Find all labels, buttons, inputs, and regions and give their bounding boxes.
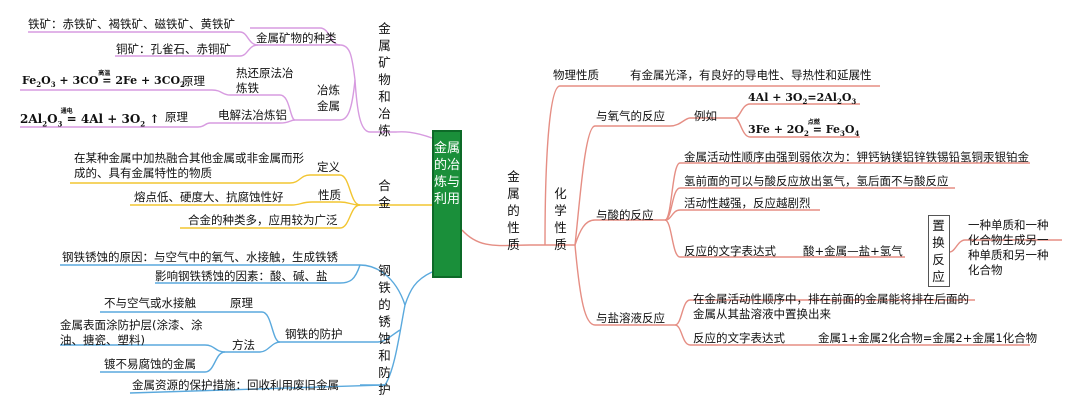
ore-types-label: 金属矿物的种类 xyxy=(256,31,337,45)
hydrogen-rule-text: 氢前面的可以与酸反应放出氢气，氢后面不与酸反应 xyxy=(684,174,949,188)
properties-branch-title: 金属的性质 xyxy=(507,169,520,252)
physical-label: 物理性质 xyxy=(553,68,599,82)
principle-label-2: 原理 xyxy=(165,110,188,124)
hot-reduce-label: 热还原法冶炼铁 xyxy=(236,66,294,95)
alloy-branch-lines xyxy=(70,174,432,229)
rust-factors-text: 影响钢铁锈蚀的因素：酸、碱、盐 xyxy=(155,269,328,283)
rust-cause-text: 钢铁锈蚀的原因：与空气中的氧气、水接触，生成铁锈 xyxy=(62,250,338,264)
protect-method-label: 方法 xyxy=(232,338,255,352)
alloy-def-text: 在某种金属中加热融合其他金属或非金属而形成的、具有金属特性的物质 xyxy=(74,151,304,180)
electrify-condition: 通电 xyxy=(60,108,73,115)
ore-branch-lines xyxy=(20,27,433,139)
salt-word-eq: 金属1+金属2化合物=金属2+金属1化合物 xyxy=(818,331,1038,345)
acid-word-eq-label: 反应的文字表达式 xyxy=(684,244,776,258)
center-topic: 金属的冶炼与利用 xyxy=(432,130,462,278)
protect-principle-text: 不与空气或水接触 xyxy=(104,296,196,310)
rust-branch-title: 钢铁的锈蚀和防护 xyxy=(378,263,391,397)
electrolysis-label: 电解法冶炼铝 xyxy=(218,108,287,122)
fe-oxygen-equation: 3Fe + 2O2 =点燃 Fe3O4 xyxy=(748,119,860,139)
acid-reaction-label: 与酸的反应 xyxy=(596,208,654,222)
protect-method-1: 金属表面涂防护层(涂漆、涂油、搪瓷、塑料) xyxy=(60,318,203,347)
right-branch-lines xyxy=(461,85,1062,346)
alloy-prop-text: 熔点低、硬度大、抗腐蚀性好 xyxy=(134,190,284,204)
salt-word-eq-label: 反应的文字表达式 xyxy=(693,331,785,345)
copper-ore-text: 铜矿：孔雀石、赤铜矿 xyxy=(116,42,231,56)
protect-principle-label: 原理 xyxy=(230,296,253,310)
activity-series-text: 金属活动性顺序由强到弱依次为：钾钙钠镁铝锌铁锡铅氢铜汞银铂金 xyxy=(684,150,1029,164)
smelting-label: 冶炼金属 xyxy=(317,83,340,113)
protect-label: 钢铁的防护 xyxy=(285,327,343,341)
chem-label: 化学性质 xyxy=(554,186,567,252)
physical-text: 有金属光泽，有良好的导电性、导热性和延展性 xyxy=(630,68,872,82)
replace-reaction-box xyxy=(928,215,950,287)
oxygen-reaction-label: 与氧气的反应 xyxy=(596,109,665,123)
rust-branch-lines xyxy=(60,264,433,394)
alloy-prop-label: 性质 xyxy=(318,188,341,202)
iron-ore-text: 铁矿：赤铁矿、褐铁矿、磁铁矿、黄铁矿 xyxy=(28,17,235,31)
protect-method-2: 镀不易腐蚀的金属 xyxy=(104,357,196,371)
example-label: 例如 xyxy=(694,109,717,123)
al-oxygen-equation: 4Al + 3O2=2Al2O3 xyxy=(748,91,857,107)
acid-word-eq: 酸+金属—盐+氢气 xyxy=(803,244,903,258)
ignite-condition: 点燃 xyxy=(807,119,820,126)
alloy-branch-title: 合金 xyxy=(378,178,391,210)
stronger-text: 活动性越强，反应越剧烈 xyxy=(684,196,811,210)
alloy-def-label: 定义 xyxy=(317,160,340,174)
salt-rule-text: 在金属活动性顺序中，排在前面的金属能将排在后面的金属从其盐溶液中置换出来 xyxy=(693,292,969,321)
replace-reaction-text: 一种单质和一种化合物生成另一种单质和另一种化合物 xyxy=(968,218,1049,277)
aluminum-electrolysis-equation: 2Al2O3 =通电 4Al + 3O2 ↑ xyxy=(20,108,160,129)
principle-label-1: 原理 xyxy=(182,74,205,88)
alloy-kinds-text: 合金的种类多，应用较为广泛 xyxy=(188,213,338,227)
salt-reaction-label: 与盐溶液反应 xyxy=(596,311,665,325)
high-temp-condition: 高温 xyxy=(98,70,111,77)
replace-reaction-label: 置换反应 xyxy=(932,218,945,284)
ore-branch-title: 金属矿物和冶炼 xyxy=(378,21,391,138)
iron-smelting-equation: Fe2O3 + 3CO =高温 2Fe + 3CO2 xyxy=(22,70,185,90)
resource-protect-text: 金属资源的保护措施：回收利用废旧金属 xyxy=(132,378,339,392)
